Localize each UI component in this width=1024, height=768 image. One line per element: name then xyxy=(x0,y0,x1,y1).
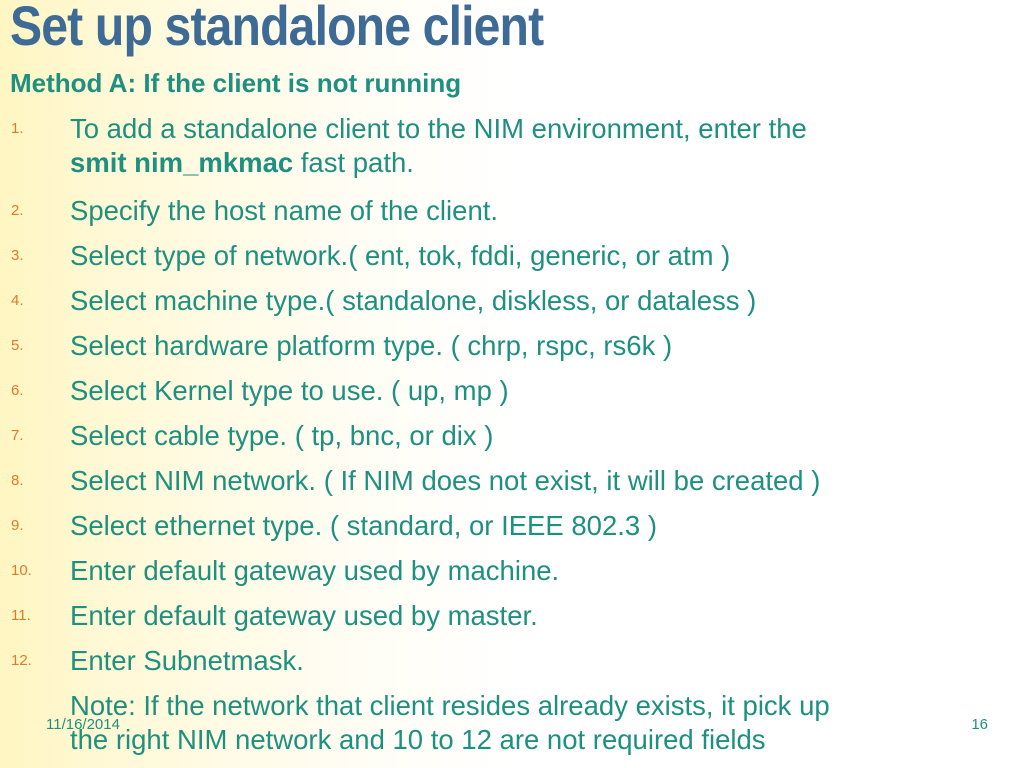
step-number: 4. xyxy=(11,292,24,309)
footer-date: 11/16/2014 xyxy=(46,716,120,733)
step-text: Enter Subnetmask. xyxy=(70,645,304,676)
step-text: Select type of network.( ent, tok, fddi,… xyxy=(70,240,731,271)
step-text: Enter default gateway used by machine. xyxy=(70,555,560,586)
step-number: 6. xyxy=(11,382,24,399)
step-text: Select NIM network. ( If NIM does not ex… xyxy=(70,465,821,496)
step-text: Enter default gateway used by master. xyxy=(70,600,538,631)
step-text: Select Kernel type to use. ( up, mp ) xyxy=(70,375,509,406)
step-number: 10. xyxy=(11,562,32,579)
step-number: 8. xyxy=(11,472,24,489)
step-text-line2: fast path. xyxy=(293,147,414,178)
note-text: Note: If the network that client resides… xyxy=(70,689,1015,757)
step-text: To add a standalone client to the NIM en… xyxy=(70,112,1015,180)
note-line1: Note: If the network that client resides… xyxy=(70,690,830,721)
step-command: smit nim_mkmac xyxy=(70,147,294,178)
step-number: 11. xyxy=(11,607,31,624)
page-number: 16 xyxy=(971,716,988,733)
step-number: 2. xyxy=(11,202,24,219)
slide-subtitle: Method A: If the client is not running xyxy=(10,68,462,98)
step-text: Select machine type.( standalone, diskle… xyxy=(70,285,757,316)
step-number: 12. xyxy=(11,652,32,669)
step-number: 9. xyxy=(11,517,24,534)
step-text: Select cable type. ( tp, bnc, or dix ) xyxy=(70,420,494,451)
step-number: 1. xyxy=(11,120,24,137)
step-text: Select hardware platform type. ( chrp, r… xyxy=(70,330,673,361)
step-text: Specify the host name of the client. xyxy=(70,195,499,226)
step-number: 5. xyxy=(11,337,24,354)
step-number: 3. xyxy=(11,247,24,264)
step-number: 7. xyxy=(11,427,24,444)
step-text-line1: To add a standalone client to the NIM en… xyxy=(70,113,807,144)
slide-title: Set up standalone client xyxy=(10,0,544,57)
step-text: Select ethernet type. ( standard, or IEE… xyxy=(70,510,657,541)
note-line2: the right NIM network and 10 to 12 are n… xyxy=(70,724,766,755)
